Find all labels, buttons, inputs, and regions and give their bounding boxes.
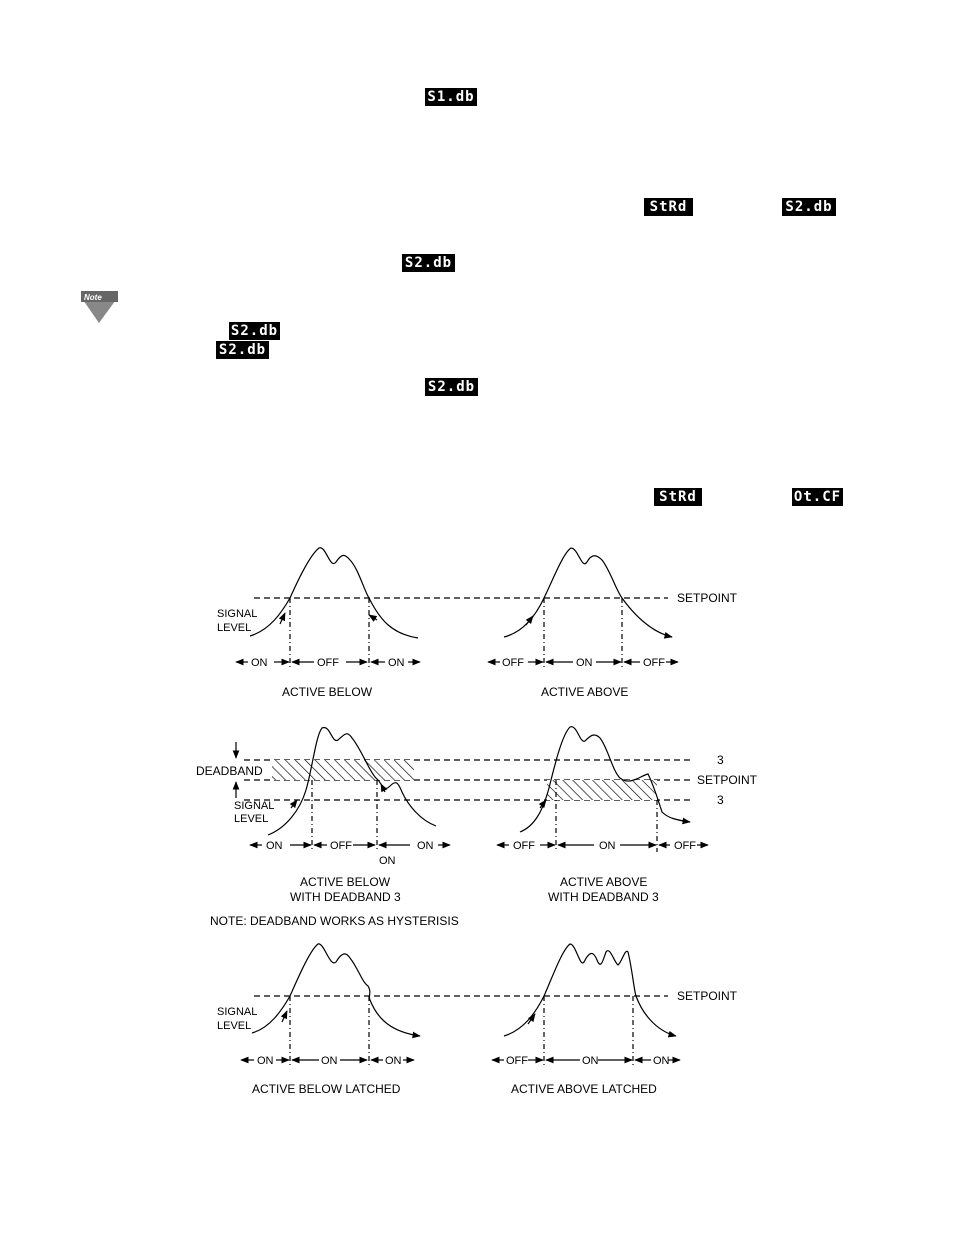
caption-active-above-db: WITH DEADBAND 3 bbox=[548, 890, 659, 904]
display-strd: StRd bbox=[654, 488, 702, 506]
level-label: LEVEL bbox=[234, 813, 268, 825]
interval-label: ON bbox=[417, 840, 434, 852]
interval-label: ON bbox=[379, 855, 396, 867]
setpoint-label: SETPOINT bbox=[677, 989, 738, 1003]
interval-label: ON bbox=[576, 657, 593, 669]
deadband-value-label: 3 bbox=[717, 793, 724, 807]
display-s2db: S2.db bbox=[229, 322, 280, 340]
signal-curve bbox=[251, 943, 421, 1039]
caption-below-latched: ACTIVE BELOW LATCHED bbox=[252, 1082, 401, 1096]
caption-active-below-db: WITH DEADBAND 3 bbox=[290, 890, 401, 904]
setpoint-label: SETPOINT bbox=[677, 591, 738, 605]
signal-label: SIGNAL bbox=[217, 1006, 257, 1018]
interval-label: OFF bbox=[506, 1055, 528, 1067]
interval-label: ON bbox=[257, 1055, 274, 1067]
deadband-band bbox=[272, 760, 414, 780]
deadband-label: DEADBAND bbox=[196, 764, 263, 778]
display-strd: StRd bbox=[644, 198, 693, 216]
interval-label: ON bbox=[599, 840, 616, 852]
deadband-value-label: 3 bbox=[717, 753, 724, 767]
interval-label: OFF bbox=[674, 840, 696, 852]
interval-label: ON bbox=[385, 1055, 402, 1067]
interval-label: OFF bbox=[317, 657, 339, 669]
caption-active-below: ACTIVE BELOW bbox=[282, 685, 373, 699]
interval-label: ON bbox=[388, 657, 405, 669]
signal-curve bbox=[503, 547, 673, 639]
interval-label: OFF bbox=[643, 657, 665, 669]
deadband-band bbox=[547, 780, 657, 800]
interval-label: ON bbox=[321, 1055, 338, 1067]
interval-label: OFF bbox=[502, 657, 524, 669]
note-icon-label: Note bbox=[84, 293, 102, 302]
signal-curve bbox=[503, 943, 677, 1038]
interval-label: ON bbox=[266, 840, 283, 852]
signal-curve bbox=[249, 547, 419, 639]
signal-label: SIGNAL bbox=[217, 608, 257, 620]
level-label: LEVEL bbox=[217, 1020, 251, 1032]
level-label: LEVEL bbox=[217, 622, 251, 634]
caption-above-latched: ACTIVE ABOVE LATCHED bbox=[511, 1082, 657, 1096]
interval-label: ON bbox=[582, 1055, 599, 1067]
display-s2db: S2.db bbox=[425, 378, 478, 396]
display-otcf: Ot.CF bbox=[792, 488, 843, 506]
interval-label: OFF bbox=[330, 840, 352, 852]
interval-label: OFF bbox=[513, 840, 535, 852]
interval-label: ON bbox=[653, 1055, 670, 1067]
signal-curve bbox=[519, 726, 691, 833]
display-s2db: S2.db bbox=[402, 254, 455, 272]
signal-curve bbox=[267, 726, 437, 836]
setpoint-label: SETPOINT bbox=[697, 773, 758, 787]
deadband-note: NOTE: DEADBAND WORKS AS HYSTERISIS bbox=[210, 914, 459, 928]
caption-active-below-db: ACTIVE BELOW bbox=[300, 875, 391, 889]
caption-active-above: ACTIVE ABOVE bbox=[541, 685, 628, 699]
interval-label: ON bbox=[251, 657, 268, 669]
display-s2db: S2.db bbox=[216, 341, 269, 359]
note-icon: Note bbox=[81, 291, 118, 323]
display-s1db: S1.db bbox=[425, 88, 477, 106]
signal-label: SIGNAL bbox=[234, 800, 274, 812]
caption-active-above-db: ACTIVE ABOVE bbox=[560, 875, 647, 889]
display-s2db: S2.db bbox=[782, 198, 836, 216]
